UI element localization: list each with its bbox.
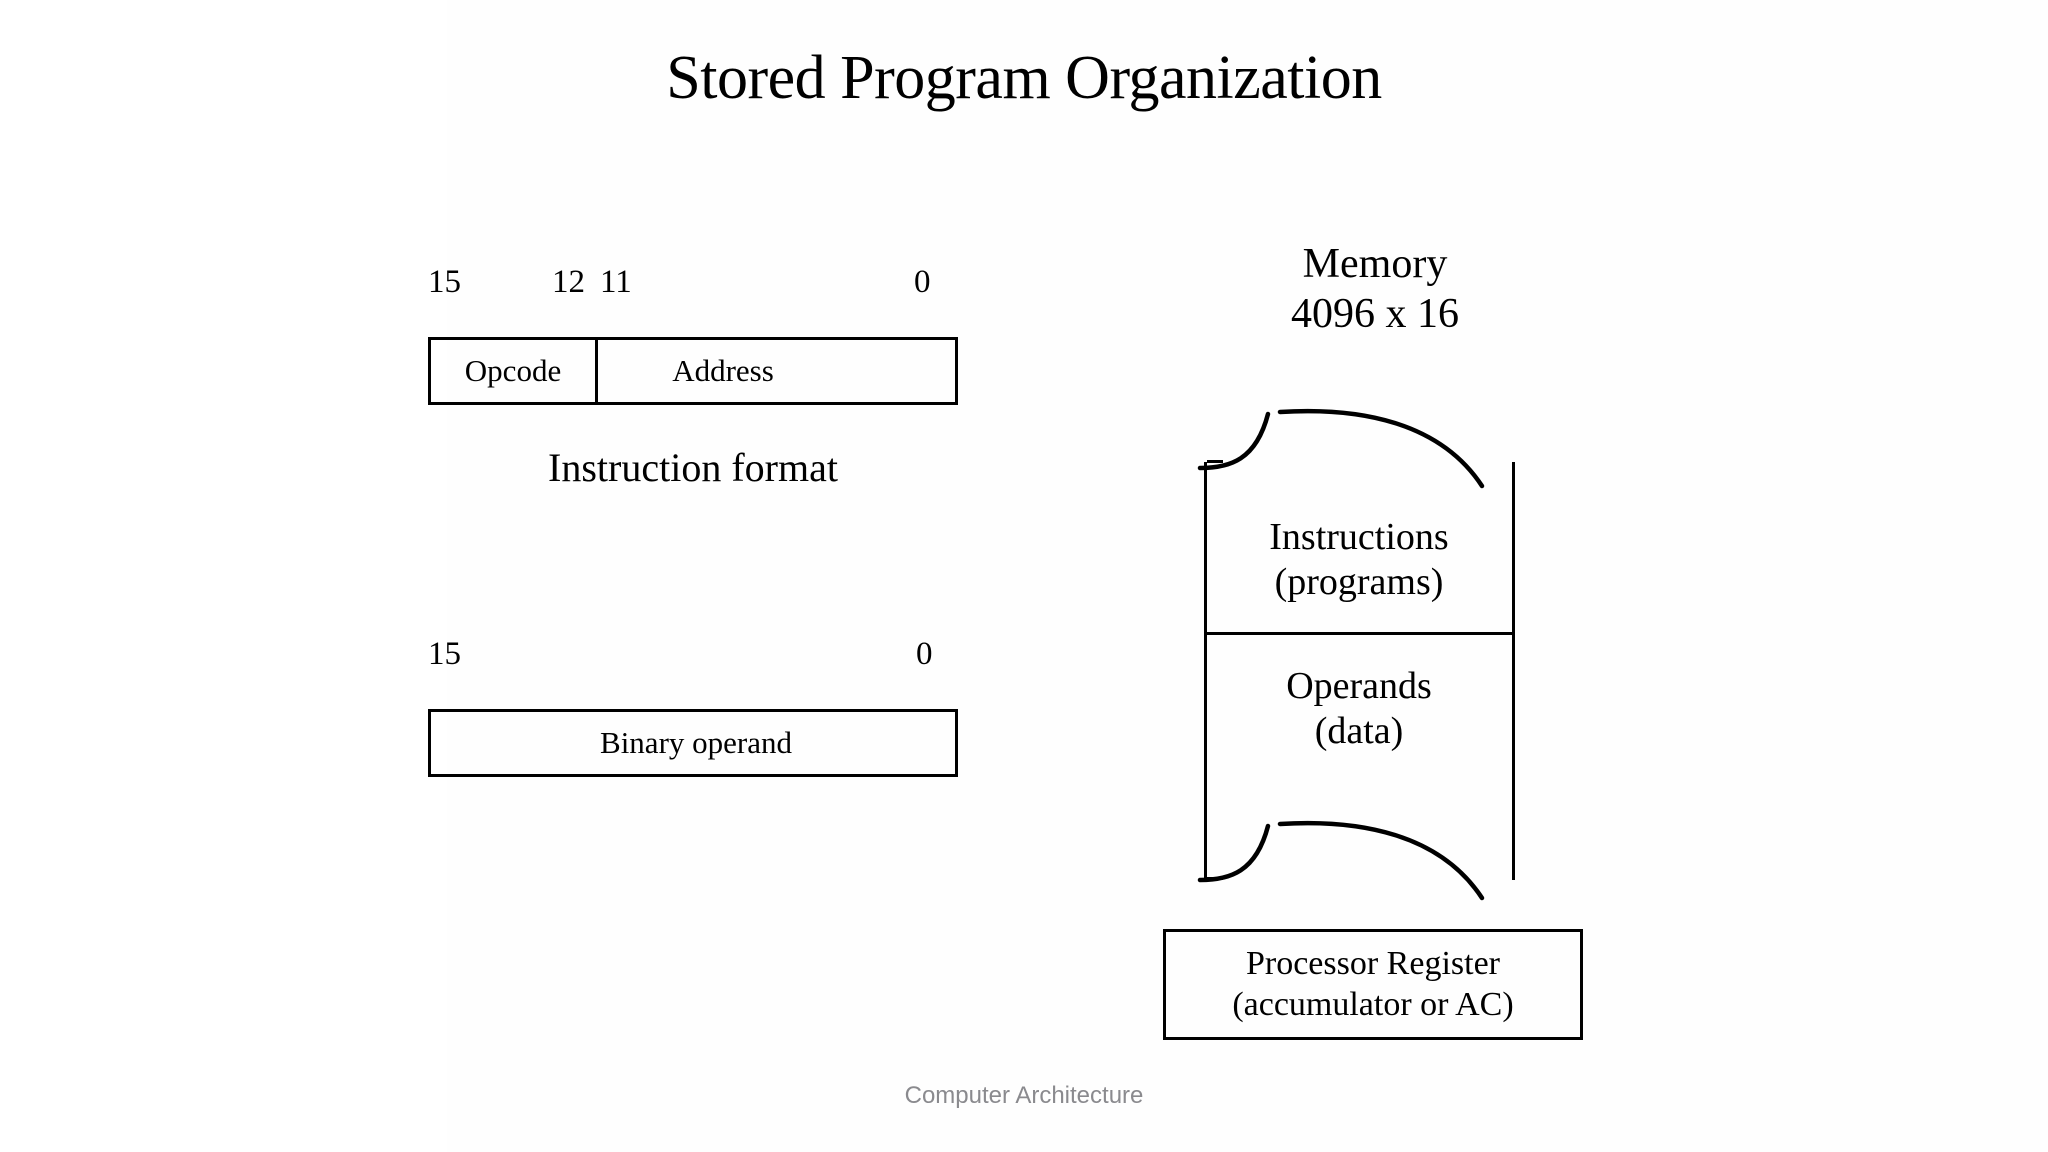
instruction-format-box: Opcode Address	[428, 337, 958, 405]
instruction-format-bit-labels: 15 12 11 0	[428, 262, 958, 302]
binary-operand-box: Binary operand	[428, 709, 958, 777]
memory-title: Memory 4096 x 16	[1140, 240, 1610, 339]
bit-label-11: 11	[600, 264, 632, 300]
memory-section-instructions-line2: (programs)	[1274, 560, 1444, 603]
memory-right-wall	[1512, 462, 1515, 880]
instruction-field-address: Address	[672, 353, 774, 388]
instruction-field-opcode: Opcode	[464, 353, 562, 388]
bit-label-15: 15	[428, 264, 461, 300]
bit-label-12: 12	[552, 264, 585, 300]
operand-bit-label-15: 15	[428, 636, 461, 672]
bit-label-0: 0	[914, 264, 931, 300]
memory-bottom-tear-curve	[1197, 820, 1485, 901]
binary-operand-label: Binary operand	[600, 725, 792, 760]
memory-top-left-tick	[1207, 460, 1223, 463]
memory-section-operands-line1: Operands	[1286, 665, 1432, 707]
memory-left-wall	[1204, 462, 1207, 880]
processor-register-line1: Processor Register	[1245, 944, 1500, 982]
operand-bit-label-0: 0	[916, 636, 933, 672]
slide-content-panel	[447, 0, 2048, 1152]
binary-operand-bit-labels: 15 0	[428, 634, 958, 674]
memory-section-instructions-line1: Instructions	[1269, 516, 1449, 558]
opcode-address-divider	[595, 340, 598, 402]
memory-section-divider	[1204, 632, 1515, 635]
memory-section-operands: Operands (data)	[1204, 664, 1514, 754]
memory-section-instructions: Instructions (programs)	[1204, 515, 1514, 605]
memory-title-line1: Memory	[1302, 241, 1448, 287]
memory-top-tear-curve	[1197, 408, 1485, 489]
instruction-format-caption: Instruction format	[548, 445, 838, 490]
memory-title-line2: 4096 x 16	[1291, 290, 1459, 337]
processor-register-box: Processor Register (accumulator or AC)	[1163, 929, 1583, 1040]
slide-footer: Computer Architecture	[904, 1082, 1144, 1109]
processor-register-line2: (accumulator or AC)	[1232, 985, 1514, 1023]
memory-section-operands-line2: (data)	[1314, 709, 1404, 752]
page-title: Stored Program Organization	[666, 44, 1382, 112]
